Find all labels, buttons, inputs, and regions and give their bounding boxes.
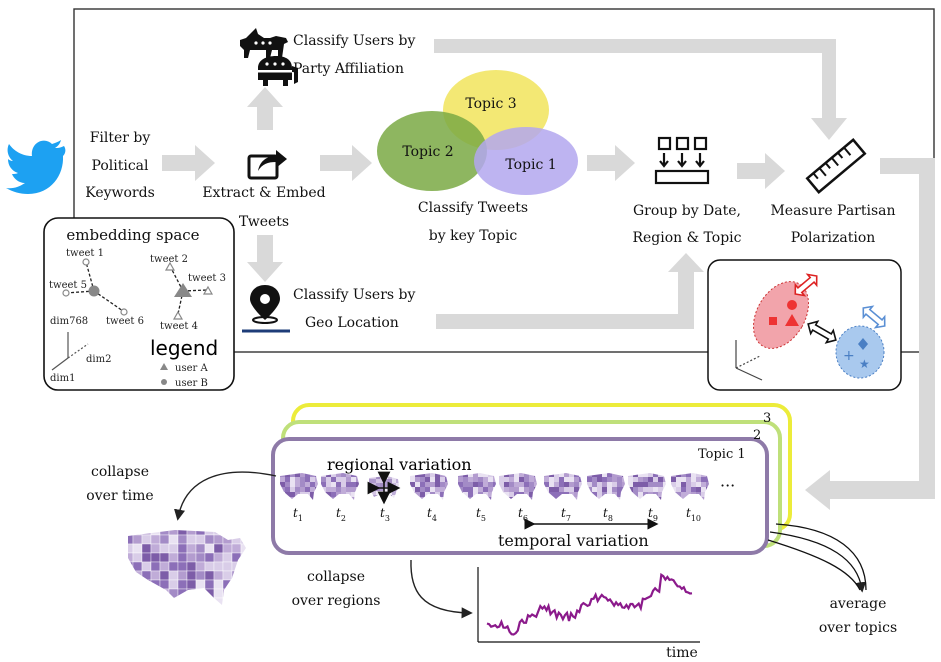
arrow-extract-party xyxy=(247,87,283,130)
legend-user-b: user B xyxy=(175,378,208,389)
time-label-3: t3 xyxy=(380,506,390,523)
twitter-bird-icon xyxy=(6,140,66,194)
collapse-time-arrow xyxy=(174,471,277,521)
classify-topic-line-2: by key Topic xyxy=(429,228,518,244)
collapse-regions-line-1: collapse xyxy=(307,569,365,585)
arrow-filter-extract xyxy=(162,145,215,181)
average-arrows xyxy=(767,523,867,593)
tweet-3-label: tweet 3 xyxy=(188,273,226,284)
dim1-label: dim1 xyxy=(50,373,75,384)
regional-variation-label: regional variation xyxy=(327,455,472,474)
arrow-extract-topics xyxy=(320,145,372,181)
collapse-time-line-2: over time xyxy=(86,488,153,504)
red-double-arrow xyxy=(794,273,818,297)
polarization-panel: + ★ xyxy=(707,259,902,391)
filter-line-3: Keywords xyxy=(85,185,155,201)
geo-line-2: Geo Location xyxy=(305,315,399,331)
layer-3-number: 3 xyxy=(763,411,771,426)
democrat-donkey-icon xyxy=(240,28,288,58)
embedding-title: embedding space xyxy=(66,226,199,244)
plot-xlabel: time xyxy=(666,645,698,661)
filter-line-2: Political xyxy=(91,158,149,174)
legend-user-a: user A xyxy=(175,363,208,374)
blue-cluster xyxy=(835,325,885,379)
share-icon xyxy=(247,150,287,180)
extract-line-1: Extract & Embed xyxy=(202,185,325,201)
arrow-geo-group xyxy=(436,253,704,329)
classify-topic-line-1: Classify Tweets xyxy=(418,200,528,216)
filter-step: Filter by Political Keywords xyxy=(85,130,155,201)
measure-line-1: Measure Partisan xyxy=(770,203,895,219)
flow-arrows xyxy=(162,39,935,510)
geo-line-1: Classify Users by xyxy=(293,287,415,303)
temporal-variation-label: temporal variation xyxy=(498,531,649,550)
measure-line-2: Polarization xyxy=(791,230,876,246)
black-double-arrow xyxy=(807,320,837,344)
topic-1-label: Topic 1 xyxy=(505,157,556,173)
dim768-label: dim768 xyxy=(50,316,88,327)
blue-double-arrow xyxy=(862,305,886,329)
filter-line-1: Filter by xyxy=(90,130,151,146)
red-cluster xyxy=(753,281,809,349)
average-line-1: average xyxy=(830,596,887,612)
tweet-1-label: tweet 1 xyxy=(66,248,104,259)
group-line-2: Region & Topic xyxy=(632,230,741,246)
grouping-icon xyxy=(654,136,710,185)
front-topic-label: Topic 1 xyxy=(698,447,746,462)
group-line-1: Group by Date, xyxy=(633,203,741,219)
tweet-6-label: tweet 6 xyxy=(106,316,144,327)
topic-2-label: Topic 2 xyxy=(402,144,453,160)
party-line-2: Party Affiliation xyxy=(293,61,404,77)
time-label-2: t2 xyxy=(336,506,346,523)
us-map-icon xyxy=(128,530,246,605)
collapse-regions-arrow xyxy=(410,559,473,619)
svg-text:+: + xyxy=(843,348,855,364)
tweet-2-label: tweet 2 xyxy=(150,254,188,265)
extract-line-2: Tweets xyxy=(239,214,289,230)
time-label-4: t4 xyxy=(427,506,437,523)
arrow-measure-stack xyxy=(805,158,935,510)
dim2-label: dim2 xyxy=(86,354,111,365)
time-series-plot: time xyxy=(477,567,700,661)
republican-elephant-icon xyxy=(258,56,298,86)
collapse-time-line-1: collapse xyxy=(91,464,149,480)
collapse-regions-line-2: over regions xyxy=(292,593,381,609)
party-line-1: Classify Users by xyxy=(293,33,415,49)
layer-2-number: 2 xyxy=(753,428,761,443)
ruler-icon xyxy=(805,138,867,194)
tweet-4-label: tweet 4 xyxy=(160,321,198,332)
topic-1-circle xyxy=(474,127,578,195)
time-label-5: t5 xyxy=(476,506,486,523)
topic-venn: Topic 3 Topic 2 Topic 1 xyxy=(377,70,578,195)
topic-stack: 3 2 Topic 1 regional variation ··· t1 t2 t… xyxy=(271,403,792,555)
arrow-party-measure xyxy=(434,39,847,140)
tweet-5-label: tweet 5 xyxy=(49,280,87,291)
polarization-series xyxy=(486,572,693,636)
arrow-topics-group xyxy=(587,145,635,181)
embedding-panel: embedding space tweet 1 tweet 2 tweet 3 … xyxy=(43,217,235,391)
svg-text:★: ★ xyxy=(859,357,870,371)
arrow-group-measure xyxy=(737,153,785,189)
topic-2-circle xyxy=(377,111,487,191)
ellipsis: ··· xyxy=(720,476,735,495)
time-label-1: t1 xyxy=(293,506,303,523)
average-line-2: over topics xyxy=(819,620,897,636)
topic-3-label: Topic 3 xyxy=(465,96,516,112)
arrow-extract-geo xyxy=(247,235,283,282)
legend-title: legend xyxy=(150,336,218,360)
regional-arrow xyxy=(367,471,401,505)
location-pin-icon xyxy=(242,285,290,333)
